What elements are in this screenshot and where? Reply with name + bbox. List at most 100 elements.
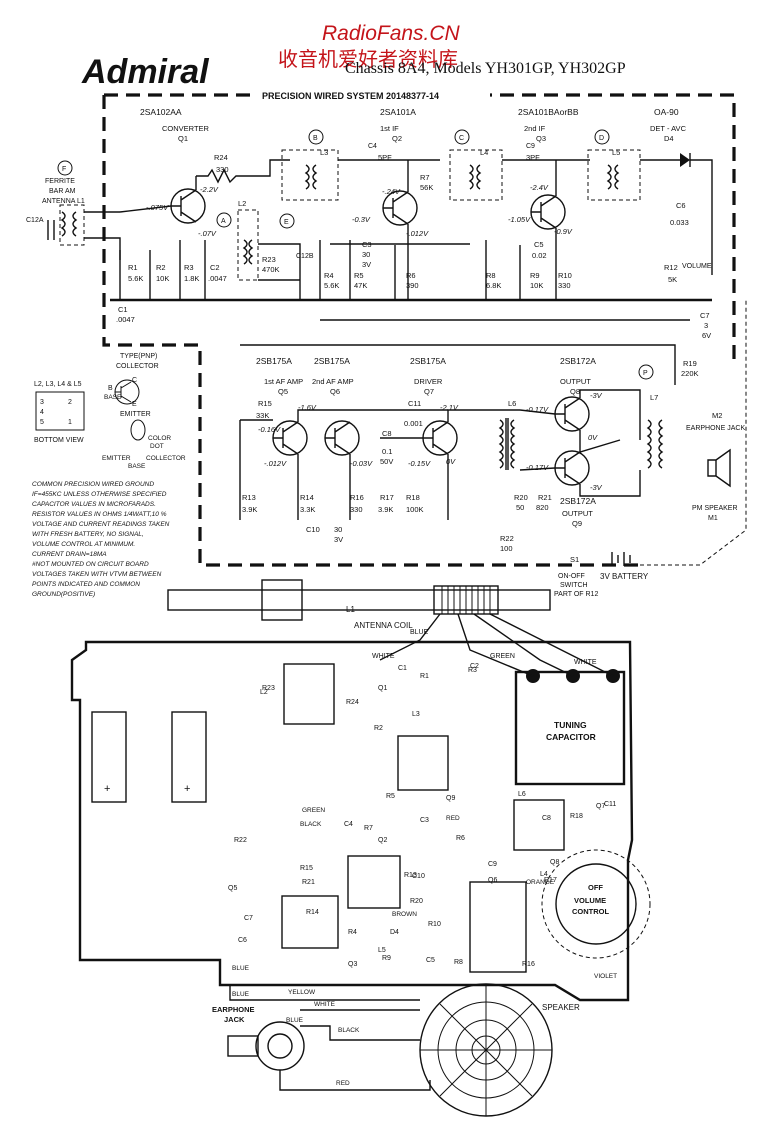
- test-point-a-label: A: [221, 218, 226, 225]
- test-point-e: [279, 213, 295, 229]
- note-line: VOLTAGE AND CURRENT READINGS TAKEN: [32, 521, 170, 528]
- r5-value: 47K: [354, 281, 367, 290]
- board-part-label: R17: [544, 877, 557, 884]
- pinout-c: C: [132, 377, 137, 384]
- detector-diode: [680, 153, 690, 167]
- wire-orange-board: ORANGE: [526, 879, 555, 886]
- watermark-cn: 收音机爱好者资料库: [278, 48, 458, 71]
- chassis-title: Chassis 8A4, Models YH301GP, YH302GP: [345, 60, 626, 77]
- c11-ref: C11: [408, 399, 421, 408]
- q9-type: 2SB172A: [560, 496, 596, 506]
- c7-ref: C7: [700, 311, 710, 320]
- r7-value: 56K: [420, 183, 433, 192]
- battery-label: 3V BATTERY: [600, 572, 649, 581]
- r21-ref: R21: [538, 493, 552, 502]
- q8-vb: -0.17V: [526, 405, 549, 414]
- c5-ref: C5: [534, 240, 544, 249]
- q9-role: OUTPUT: [562, 509, 593, 518]
- c10-ref: C10: [306, 525, 320, 534]
- r19-value: 220K: [681, 369, 699, 378]
- wire-brown-board: BROWN: [392, 911, 417, 918]
- earphone-label-1: EARPHONE: [212, 1005, 255, 1014]
- r10-value: 330: [558, 281, 571, 290]
- r24-value: 330: [216, 165, 229, 174]
- r23-ref: R23: [262, 255, 276, 264]
- q3-vb: -1.05V: [508, 215, 531, 224]
- wire-white-left: WHITE: [372, 653, 395, 660]
- board-part-label: R24: [346, 699, 359, 706]
- pin-1: 1: [68, 419, 72, 426]
- q1-role: CONVERTER: [162, 124, 210, 133]
- q1-ref: Q1: [178, 134, 188, 143]
- ferrite-label-1: FERRITE: [45, 178, 75, 185]
- q3-type: 2SA101BAorBB: [518, 107, 579, 117]
- q9-vc: -3V: [590, 483, 603, 492]
- r8-ref: R8: [486, 271, 496, 280]
- l2-ref: L2: [238, 199, 246, 208]
- m1-label: PM SPEAKER: [692, 505, 738, 512]
- q5-type: 2SB175A: [256, 356, 292, 366]
- d4-type: OA-90: [654, 107, 679, 117]
- note-line: WITH FRESH BATTERY, NO SIGNAL,: [32, 531, 144, 538]
- board-coil-l5: [281, 895, 339, 949]
- q6-ref: Q6: [330, 387, 340, 396]
- pinout-e: E: [132, 401, 137, 408]
- c3-value: 30: [362, 250, 370, 259]
- test-point-c: [454, 129, 470, 145]
- r17-ref: R17: [380, 493, 394, 502]
- l7-ref: L7: [650, 393, 658, 402]
- board-part-label: R14: [306, 909, 319, 916]
- board-part-label: D4: [390, 929, 399, 936]
- wire-green-board: GREEN: [302, 807, 325, 814]
- c7-value: 3: [704, 321, 708, 330]
- coil-l5: [587, 149, 641, 201]
- test-point-b-label: B: [313, 135, 318, 142]
- transistor-can: [130, 419, 146, 441]
- s1-label-2: SWITCH: [560, 582, 588, 589]
- r16-ref: R16: [350, 493, 364, 502]
- r4-value: 5.6K: [324, 281, 339, 290]
- r20-ref: R20: [514, 493, 528, 502]
- board-part-label: R16: [522, 961, 535, 968]
- c1-ref: C1: [118, 305, 128, 314]
- pin-3: 3: [40, 399, 44, 406]
- label-backing: [258, 88, 490, 102]
- base-2: BASE: [128, 463, 146, 470]
- m1-ref: M1: [708, 515, 718, 522]
- q7-role: DRIVER: [414, 377, 443, 386]
- board-coil-l3: [397, 735, 449, 791]
- r7-ref: R7: [420, 173, 430, 182]
- q5-vc: -1.6V: [298, 403, 317, 412]
- q9-ref: Q9: [572, 519, 582, 528]
- board-coil-l2: [283, 663, 335, 725]
- wire-white-bottom: WHITE: [314, 1001, 336, 1008]
- volume-label: VOLUME: [682, 263, 712, 270]
- battery-2-plus: +: [184, 783, 190, 795]
- pinout-title: TYPE(PNP): [120, 353, 157, 360]
- test-point-b: [308, 129, 324, 145]
- antenna-rod: [167, 589, 551, 611]
- c7-voltage: 6V: [702, 331, 711, 340]
- r23-value: 470K: [262, 265, 280, 274]
- q5-ref: Q5: [278, 387, 288, 396]
- brand-name: Admiral: [81, 53, 210, 91]
- q2-vb: -0.3V: [352, 215, 371, 224]
- d4-ref: D4: [664, 134, 674, 143]
- board-part-label: Q9: [446, 795, 455, 802]
- r17-value: 3.9K: [378, 505, 393, 514]
- test-point-c-label: C: [459, 135, 464, 142]
- s1-ref: S1: [570, 555, 579, 564]
- q8-vc: -3V: [590, 391, 603, 400]
- note-line: IF=455KC UNLESS OTHERWISE SPECIFIED: [32, 491, 167, 498]
- q5-vb: -0.16V: [258, 425, 281, 434]
- r8-value: 6.8K: [486, 281, 501, 290]
- board-part-label: R3: [468, 667, 477, 674]
- board-part-label: Q3: [348, 961, 357, 968]
- board-part-label: C10: [412, 873, 425, 880]
- board-part-label: R10: [428, 921, 441, 928]
- r12-ref: R12: [664, 263, 678, 272]
- wire-red-board: RED: [446, 815, 460, 822]
- board-part-label: L3: [412, 711, 420, 718]
